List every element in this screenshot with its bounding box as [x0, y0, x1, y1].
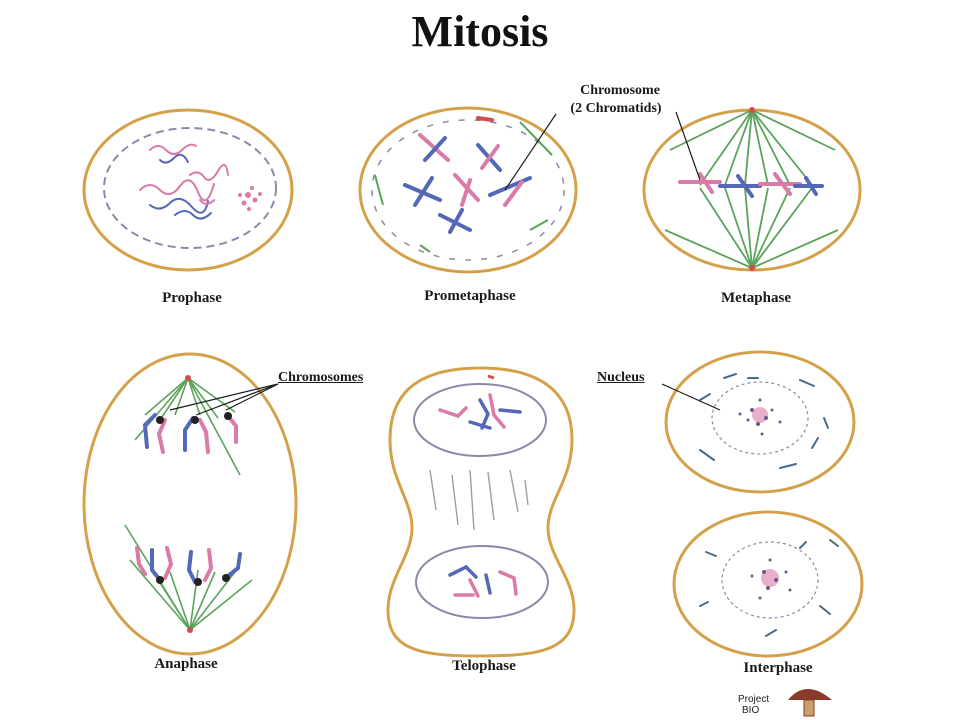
logo-line1: Project [738, 694, 770, 705]
anaphase-chromosomes-bottom [135, 546, 242, 584]
chromosome-callout-line2: (2 Chromatids) [570, 101, 662, 116]
anaphase-chromosomes-top [142, 413, 238, 454]
telophase-cell [386, 366, 576, 658]
diagram-title: Mitosis [411, 7, 549, 56]
project-bio-logo [788, 689, 832, 717]
interphase-cell-bottom [672, 510, 864, 658]
interphase-top-chromatin [738, 398, 782, 436]
interphase-top-fibers [699, 373, 829, 469]
interphase-bottom-fibers [699, 539, 839, 637]
project-bio-logo-text: Project BIO [738, 694, 769, 716]
nucleus-callout-leader [661, 383, 721, 411]
chromosome-callout-line1: Chromosome [580, 83, 660, 98]
interphase-cell-top [664, 350, 856, 494]
chromosomes-callout-leaders [169, 383, 279, 416]
metaphase-spindle [664, 109, 839, 269]
logo-line2: BIO [742, 705, 760, 716]
chromosome-callout-leaders [504, 111, 701, 191]
label-telophase: Telophase [452, 658, 516, 674]
chromosome-callout: Chromosome (2 Chromatids) [560, 82, 680, 118]
anaphase-cell [82, 352, 298, 656]
telophase-spindle-remnants [429, 469, 529, 531]
label-interphase: Interphase [743, 660, 813, 676]
prometaphase-spindle [374, 121, 553, 253]
prophase-chromatin [139, 143, 229, 220]
nucleus-callout: Nucleus [597, 370, 645, 385]
chromosomes-callout: Chromosomes [278, 370, 364, 385]
metaphase-chromosomes [678, 172, 824, 198]
prometaphase-cell [358, 106, 578, 274]
interphase-bottom-chromatin [750, 558, 792, 600]
prometaphase-chromosomes [403, 116, 532, 234]
metaphase-cell [642, 107, 862, 272]
prophase-centrosome [238, 186, 262, 211]
prophase-cell [82, 108, 294, 272]
label-metaphase: Metaphase [721, 290, 791, 306]
label-anaphase: Anaphase [154, 656, 218, 672]
label-prometaphase: Prometaphase [424, 288, 516, 304]
telophase-chromosomes [438, 393, 522, 598]
label-prophase: Prophase [162, 290, 222, 306]
